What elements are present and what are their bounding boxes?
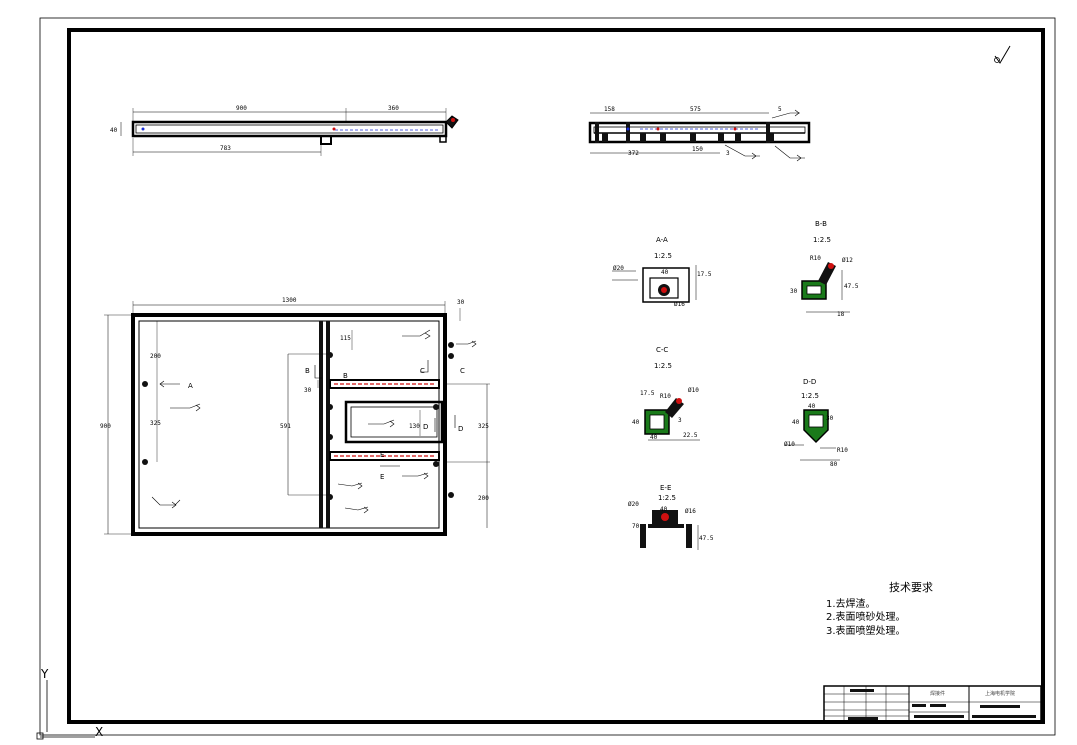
dim-130: 130 — [409, 423, 420, 430]
title-part-name: 焊接件 — [930, 690, 945, 697]
dim-325-left: 325 — [150, 420, 161, 427]
ee-dim-40: 40 — [660, 506, 668, 513]
ee-dim-phi20: Ø20 — [628, 501, 639, 508]
inner-frame — [67, 28, 1045, 724]
ucs-x-label: X — [95, 725, 103, 739]
dim-30-mid: 30 — [304, 387, 312, 394]
section-c-scale: 1:2.5 — [654, 362, 672, 370]
cc-dim-phi10: Ø10 — [688, 387, 699, 394]
section-c-view — [644, 398, 700, 441]
section-a-view — [612, 265, 697, 303]
bb-dim-r10: R10 — [810, 255, 821, 262]
section-b-title: B-B — [815, 220, 827, 228]
ee-dim-70: 70 — [632, 523, 640, 530]
note-1: 1.去焊渣。 — [826, 597, 876, 610]
dd-dim-r10: R10 — [837, 447, 848, 454]
dd-dim-40v: 40 — [792, 419, 800, 426]
cc-dim-40h: 40 — [650, 434, 658, 441]
dim-5: 5 — [778, 106, 782, 113]
note-3: 3.表面喷塑处理。 — [826, 624, 906, 637]
outer-border — [39, 17, 1056, 736]
section-b-scale: 1:2.5 — [813, 236, 831, 244]
top-view — [120, 108, 459, 156]
bb-dim-30: 30 — [790, 288, 798, 295]
dim-900-height: 900 — [100, 423, 111, 430]
cut-mark-e1: E — [380, 451, 384, 459]
cc-dim-175: 17.5 — [640, 390, 655, 397]
dim-30-top: 30 — [457, 299, 465, 306]
section-e-title: E-E — [660, 484, 671, 492]
notes-title: 技术要求 — [889, 581, 933, 594]
bb-dim-18: 18 — [837, 311, 845, 318]
dd-dim-phi10: Ø10 — [784, 441, 795, 448]
section-b-view — [801, 262, 850, 313]
ee-dim-phi16: Ø16 — [685, 508, 696, 515]
cut-mark-b1: B — [305, 367, 310, 375]
dim-591: 591 — [280, 423, 291, 430]
cut-mark-d2: D — [458, 425, 463, 433]
dd-dim-30: 30 — [826, 415, 834, 422]
dim-3: 3 — [726, 150, 730, 157]
dim-575: 575 — [690, 106, 701, 113]
cut-mark-d1: D — [423, 423, 428, 431]
dim-200-left: 200 — [150, 353, 161, 360]
dd-dim-40h: 40 — [808, 403, 816, 410]
aa-dim-40: 40 — [661, 269, 669, 276]
aa-dim-175: 17.5 — [697, 271, 712, 278]
dim-150: 150 — [692, 146, 703, 153]
plan-view — [104, 301, 490, 536]
cut-mark-c1: C — [420, 367, 425, 375]
section-a-title: A-A — [656, 236, 668, 244]
title-block — [823, 685, 1042, 723]
section-e-scale: 1:2.5 — [658, 494, 676, 502]
dim-115: 115 — [340, 335, 351, 342]
front-view — [588, 109, 811, 162]
cut-mark-c2: C — [460, 367, 465, 375]
cut-mark-a: A — [188, 382, 193, 390]
cc-dim-r10: R10 — [660, 393, 671, 400]
ucs-y-label: Y — [40, 667, 49, 681]
section-a-scale: 1:2.5 — [654, 252, 672, 260]
dim-900: 900 — [236, 105, 247, 112]
dim-360: 360 — [388, 105, 399, 112]
dim-side: 40 — [110, 127, 118, 134]
title-school: 上海电机学院 — [985, 690, 1015, 697]
dim-783: 783 — [220, 145, 231, 152]
dim-1300: 1300 — [282, 297, 297, 304]
cc-dim-225: 22.5 — [683, 432, 698, 439]
dim-325-right: 325 — [478, 423, 489, 430]
aa-dim-phi20: Ø20 — [613, 265, 624, 272]
cc-dim-40v: 40 — [632, 419, 640, 426]
bb-dim-phi12: Ø12 — [842, 257, 853, 264]
roughness-symbol — [994, 45, 1011, 64]
cc-dim-3: 3 — [678, 417, 682, 424]
section-e-view — [640, 510, 699, 550]
dim-200-right: 200 — [478, 495, 489, 502]
section-d-view — [785, 409, 840, 461]
cut-mark-b2: B — [343, 372, 348, 380]
dim-158: 158 — [604, 106, 615, 113]
ucs-icon — [36, 680, 95, 740]
ee-dim-475: 47.5 — [699, 535, 714, 542]
aa-dim-phi16: Ø16 — [674, 301, 685, 308]
section-d-title: D-D — [803, 378, 816, 386]
cut-mark-e2: E — [380, 473, 384, 481]
dim-372: 372 — [628, 150, 639, 157]
note-2: 2.表面喷砂处理。 — [826, 610, 906, 623]
dd-dim-80: 80 — [830, 461, 838, 468]
section-c-title: C-C — [656, 346, 668, 354]
bb-dim-475: 47.5 — [844, 283, 859, 290]
section-d-scale: 1:2.5 — [801, 392, 819, 400]
